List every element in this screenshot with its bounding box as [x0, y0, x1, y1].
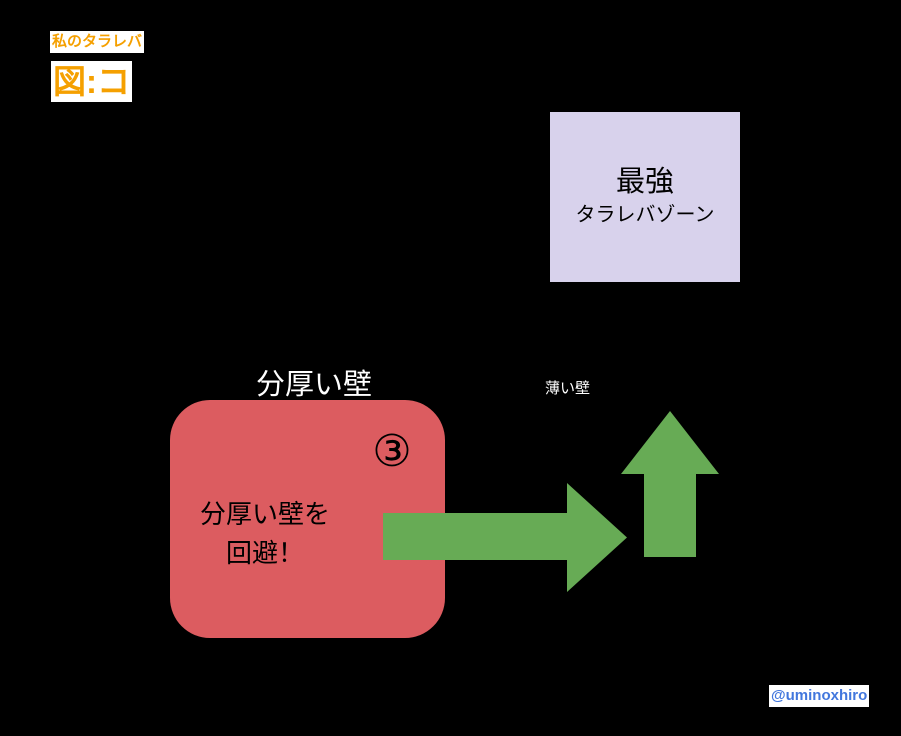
arrow-up-shape — [621, 411, 719, 557]
step-number-badge: ③ — [372, 427, 412, 476]
arrow-up-icon — [621, 411, 719, 557]
thick-wall-label: 分厚い壁 — [256, 369, 373, 401]
arrow-right-shape — [383, 483, 627, 592]
zone-subtitle: タラレバゾーン — [575, 204, 715, 226]
author-watermark: @uminoxhiro — [769, 685, 870, 707]
arrow-right-icon — [383, 483, 627, 592]
brand-tag: 私のタラレバ — [50, 31, 145, 53]
thin-wall-label: 薄い壁 — [545, 380, 591, 397]
strongest-zone-box: 最強 タラレバゾーン — [550, 112, 740, 282]
wall-action-text: 分厚い壁を 回避！ — [199, 499, 330, 568]
zone-title: 最強 — [615, 166, 674, 198]
figure-label: 図:コ — [51, 61, 132, 102]
